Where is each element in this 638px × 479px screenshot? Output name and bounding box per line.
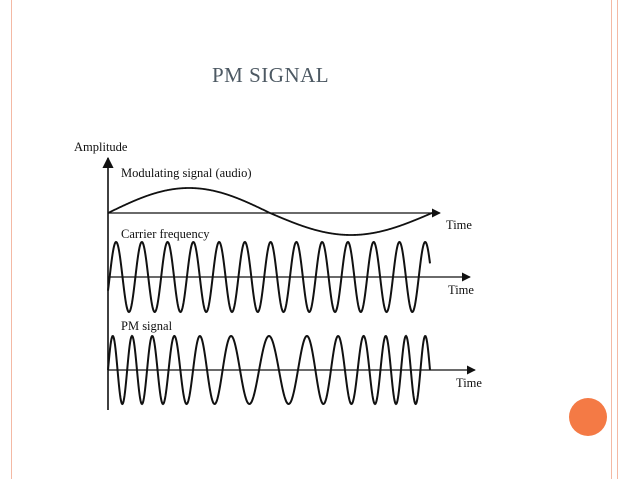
slide-title: PM SIGNAL (212, 63, 330, 87)
modulating-signal-label: Modulating signal (audio) (121, 166, 252, 180)
amplitude-axis-label: Amplitude (74, 140, 128, 154)
frame-line-left (11, 0, 12, 479)
time-label-1: Time (446, 218, 472, 232)
pm-signal-label: PM signal (121, 319, 173, 333)
time-label-3: Time (456, 376, 482, 390)
time-label-2: Time (448, 283, 474, 297)
carrier-frequency-label: Carrier frequency (121, 227, 210, 241)
frame-line-right-outer (617, 0, 618, 479)
pm-signal-wave (107, 334, 431, 406)
decorative-orange-circle (569, 398, 607, 436)
frame-line-right-inner (611, 0, 612, 479)
modulating-signal-wave (107, 187, 433, 236)
carrier-wave (107, 240, 431, 314)
